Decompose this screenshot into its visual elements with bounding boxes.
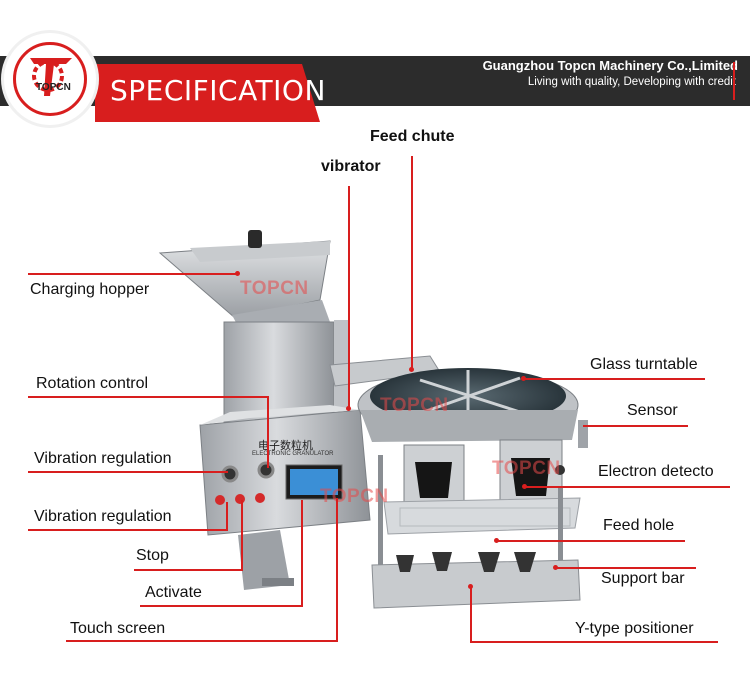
company-slogan: Living with quality, Developing with cre… <box>527 76 736 88</box>
label-feed-chute: Feed chute <box>370 128 455 145</box>
y-type-positioner-leader <box>470 641 718 643</box>
label-vibrator: vibrator <box>321 158 381 175</box>
label-electron-detecto: Electron detecto <box>598 463 714 480</box>
charging-hopper-leader <box>28 273 238 275</box>
label-support-bar: Support bar <box>601 570 685 587</box>
electron-detecto-leader <box>525 486 730 488</box>
watermark-2: TOPCN <box>380 395 449 416</box>
rotation-control-leader <box>28 396 268 398</box>
activate-leader <box>140 605 303 607</box>
label-rotation-control: Rotation control <box>36 375 149 392</box>
charging-hopper-dot <box>235 271 240 276</box>
logo-text: TOPCN <box>36 82 71 93</box>
glass-turntable-dot <box>521 376 526 381</box>
watermark-3: TOPCN <box>492 458 561 479</box>
feed-hole-leader <box>497 540 685 542</box>
y-type-positioner-dot <box>468 584 473 589</box>
vibrator-column <box>223 321 335 423</box>
panel-chinese-title: 电子数粒机 <box>258 440 313 452</box>
watermark-4: TOPCN <box>320 486 389 507</box>
logo-gear-icon <box>30 58 72 96</box>
page-title: SPECIFICATION <box>110 74 326 107</box>
label-y-type-positioner: Y-type positioner <box>575 620 694 637</box>
glass-turntable-leader <box>523 378 705 380</box>
vibration-regulation-1-leader <box>28 471 228 473</box>
vibrator-leader <box>348 186 350 408</box>
touch-screen-leader <box>66 640 338 642</box>
watermark-1: TOPCN <box>240 278 309 299</box>
label-feed-hole: Feed hole <box>603 517 675 534</box>
label-vibration-regulation-2: Vibration regulation <box>34 508 172 525</box>
label-vibration-regulation-1: Vibration regulation <box>34 450 172 467</box>
label-activate: Activate <box>145 584 202 601</box>
sensor <box>578 420 588 448</box>
feed-hole-dot <box>494 538 499 543</box>
logo-ring <box>13 42 87 116</box>
label-sensor: Sensor <box>627 402 678 419</box>
title-ribbon <box>95 64 320 122</box>
label-touch-screen: Touch screen <box>70 620 166 637</box>
label-glass-turntable: Glass turntable <box>590 356 698 373</box>
support-bar-dot <box>553 565 558 570</box>
header-accent-bar <box>733 62 735 100</box>
vibrator-dot <box>346 406 351 411</box>
feed-chute-leader <box>411 156 413 370</box>
panel-english-title: ELECTRONIC GRANULATOR <box>252 451 334 457</box>
vibration-regulation-2-leader <box>28 529 228 531</box>
support-bar-leader <box>556 567 696 569</box>
stop-leader <box>134 569 243 571</box>
electron-detecto-dot <box>522 484 527 489</box>
company-name: Guangzhou Topcn Machinery Co.,Limited <box>482 58 738 73</box>
label-charging-hopper: Charging hopper <box>30 281 150 298</box>
label-stop: Stop <box>136 547 169 564</box>
sensor-leader <box>583 425 688 427</box>
feed-chute-dot <box>409 367 414 372</box>
